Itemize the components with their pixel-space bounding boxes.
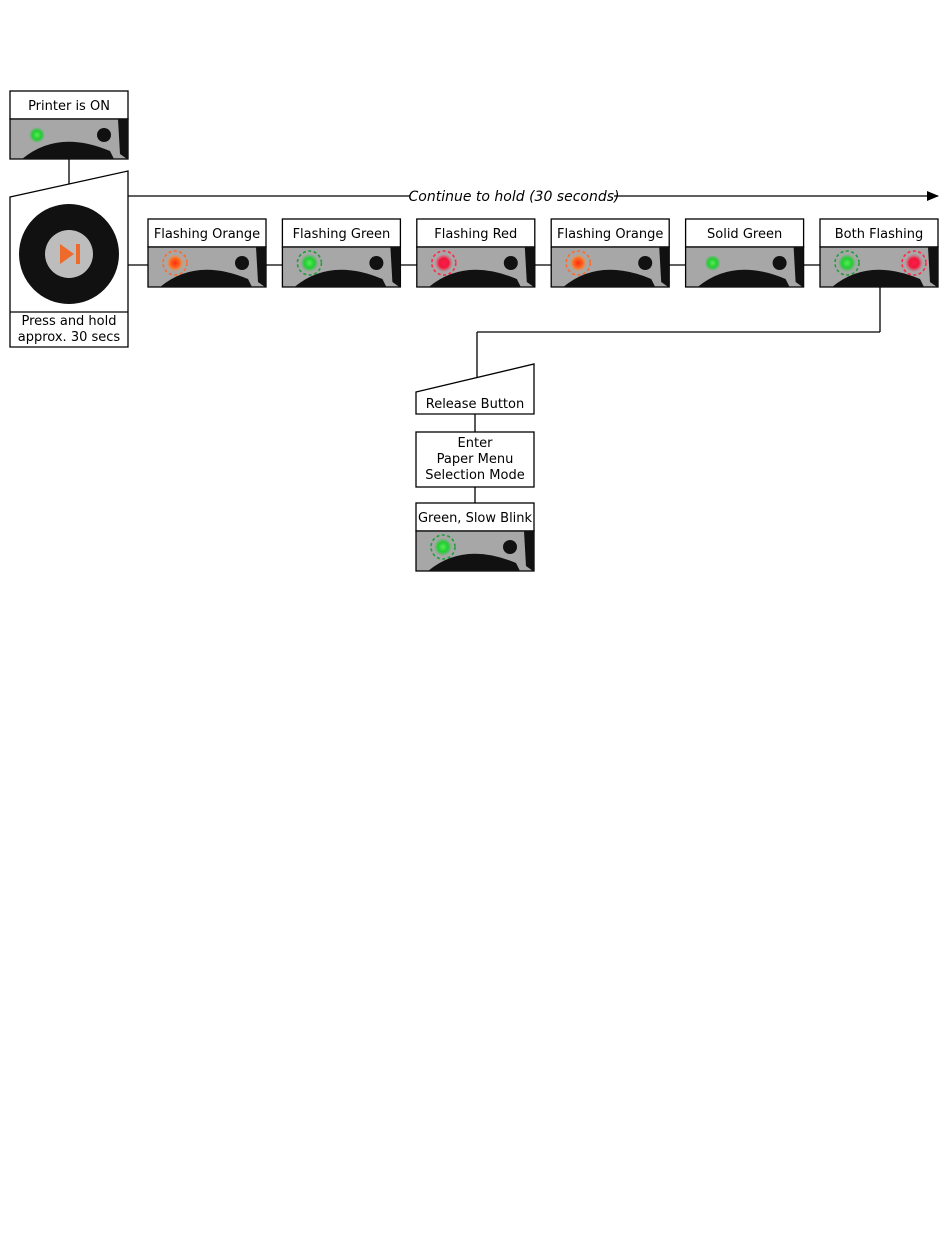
paper-sensor-icon xyxy=(369,256,383,270)
green-led-icon xyxy=(705,255,721,271)
paper-sensor-icon xyxy=(773,256,787,270)
hold-arrow: Continue to hold (30 seconds) xyxy=(128,189,938,205)
sequence-step: Flashing Red xyxy=(400,219,534,287)
sequence-step-label: Flashing Red xyxy=(434,227,517,242)
sequence-step-label: Flashing Orange xyxy=(557,227,663,242)
sequence-step-panel xyxy=(282,247,400,287)
sequence-step-panel xyxy=(551,247,669,287)
paper-sensor-icon xyxy=(503,540,517,554)
status-led-icon xyxy=(29,127,45,143)
final-state-label: Green, Slow Blink xyxy=(418,511,533,526)
paper-sensor-icon xyxy=(504,256,518,270)
sequence-step-label: Flashing Orange xyxy=(154,227,260,242)
paper-sensor-icon xyxy=(235,256,249,270)
press-hold-card: Press and hold approx. 30 secs xyxy=(10,171,128,347)
sequence-step-panel xyxy=(820,247,938,287)
printer-on-panel xyxy=(10,119,128,159)
press-hold-caption-line2: approx. 30 secs xyxy=(18,330,121,345)
printer-on-label: Printer is ON xyxy=(28,99,110,114)
final-state: Green, Slow Blink xyxy=(416,503,534,571)
sequence-step-label: Solid Green xyxy=(707,227,782,242)
sequence-step: Flashing Green xyxy=(266,219,400,287)
sequence-step-label: Both Flashing xyxy=(835,227,924,242)
release-button-step: Release Button xyxy=(416,364,534,414)
press-hold-caption-line1: Press and hold xyxy=(22,314,117,329)
sequence-step: Solid Green xyxy=(669,219,803,287)
enter-mode-line1: Enter xyxy=(458,436,494,451)
sequence-step: Both Flashing xyxy=(804,219,938,287)
enter-mode-line2: Paper Menu xyxy=(437,452,514,467)
paper-sensor-icon xyxy=(97,128,111,142)
enter-mode-line3: Selection Mode xyxy=(425,468,524,483)
sequence-step: Flashing Orange xyxy=(148,219,266,287)
release-button-label: Release Button xyxy=(426,397,524,412)
paper-sensor-icon xyxy=(638,256,652,270)
printer-on-state: Printer is ON xyxy=(10,91,128,159)
led-sequence: Flashing Orange Flashing Green Flashing Re… xyxy=(148,219,938,287)
hold-label: Continue to hold (30 seconds) xyxy=(409,189,620,205)
feed-button[interactable] xyxy=(19,204,119,304)
final-state-panel xyxy=(416,531,534,571)
sequence-step-panel xyxy=(686,247,804,287)
sequence-step-panel xyxy=(148,247,266,287)
sequence-step: Flashing Orange xyxy=(535,219,669,287)
sequence-step-panel xyxy=(417,247,535,287)
sequence-step-label: Flashing Green xyxy=(293,227,391,242)
enter-mode-step: Enter Paper Menu Selection Mode xyxy=(416,432,534,487)
